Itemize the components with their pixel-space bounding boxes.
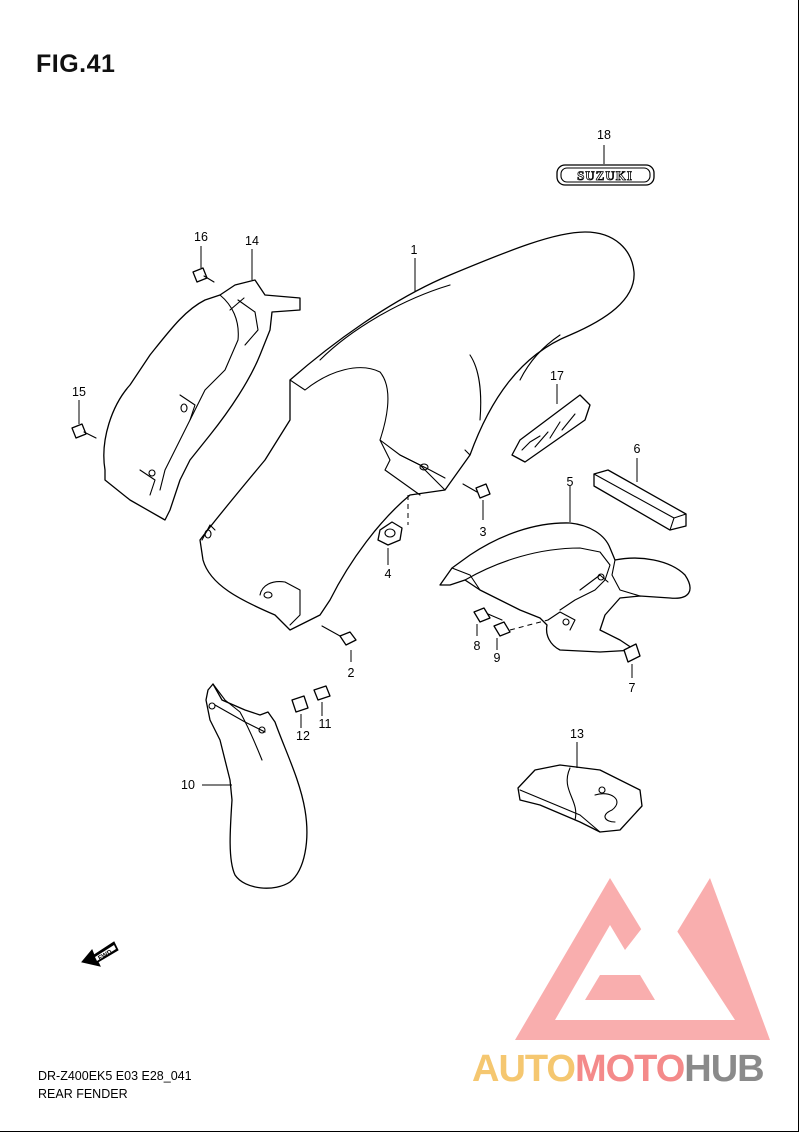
part-7-clip[interactable]	[623, 643, 641, 663]
section-name: REAR FENDER	[38, 1087, 128, 1101]
part-3-bolt[interactable]	[462, 483, 491, 499]
label-part-17: 17	[550, 369, 564, 383]
watermark-auto: AUTO	[472, 1048, 576, 1090]
watermark-hub: HUB	[684, 1048, 764, 1090]
part-5-inner-fender[interactable]	[439, 522, 691, 653]
part-9-washer[interactable]	[493, 621, 511, 637]
forward-arrow-icon: FWD	[81, 941, 119, 967]
part-4-nut[interactable]	[377, 521, 403, 546]
label-part-12: 12	[296, 729, 310, 743]
label-part-11: 11	[319, 717, 332, 731]
figure-footer: DR-Z400EK5 E03 E28_041 REAR FENDER	[38, 1067, 192, 1103]
part-13-plate[interactable]	[517, 764, 643, 833]
leader-lines	[78, 145, 638, 786]
label-part-14: 14	[245, 234, 259, 248]
figure-title: FIG.41	[36, 50, 116, 78]
label-part-4: 4	[385, 567, 392, 581]
label-part-2: 2	[348, 666, 355, 680]
part-2-bolt[interactable]	[321, 625, 357, 646]
label-part-9: 9	[494, 651, 501, 665]
part-12-nut[interactable]	[291, 695, 309, 713]
label-part-7: 7	[629, 681, 636, 695]
label-part-10: 10	[181, 778, 195, 792]
part-17-decal[interactable]	[511, 394, 591, 463]
part-15-bolt[interactable]	[71, 423, 97, 439]
part-14-splash-guard[interactable]	[103, 279, 301, 521]
assembly-line-9	[509, 619, 549, 631]
part-8-bolt[interactable]	[473, 607, 503, 623]
model-code: DR-Z400EK5 E03 E28_041	[38, 1069, 192, 1083]
part-6-foam-block[interactable]	[593, 469, 687, 531]
label-part-13: 13	[570, 727, 584, 741]
watermark-text: AUTOMOTOHUB	[472, 1048, 765, 1091]
watermark-logo-icon	[515, 878, 770, 1040]
label-part-3: 3	[480, 525, 487, 539]
part-11-bolt[interactable]	[313, 685, 331, 701]
label-part-15: 15	[72, 385, 86, 399]
part-1-rear-fender[interactable]	[199, 231, 635, 631]
part-10-mud-flap[interactable]	[205, 683, 308, 889]
label-part-1: 1	[411, 243, 418, 257]
watermark-moto: MOTO	[574, 1048, 685, 1090]
label-part-16: 16	[194, 230, 208, 244]
label-part-8: 8	[474, 639, 481, 653]
label-part-6: 6	[634, 442, 641, 456]
label-part-18: 18	[597, 128, 611, 142]
part-18-suzuki-badge[interactable]: SUZUKI	[556, 164, 655, 186]
label-part-5: 5	[567, 475, 574, 489]
part-16-bolt[interactable]	[192, 267, 215, 283]
badge-text: SUZUKI	[577, 168, 633, 183]
